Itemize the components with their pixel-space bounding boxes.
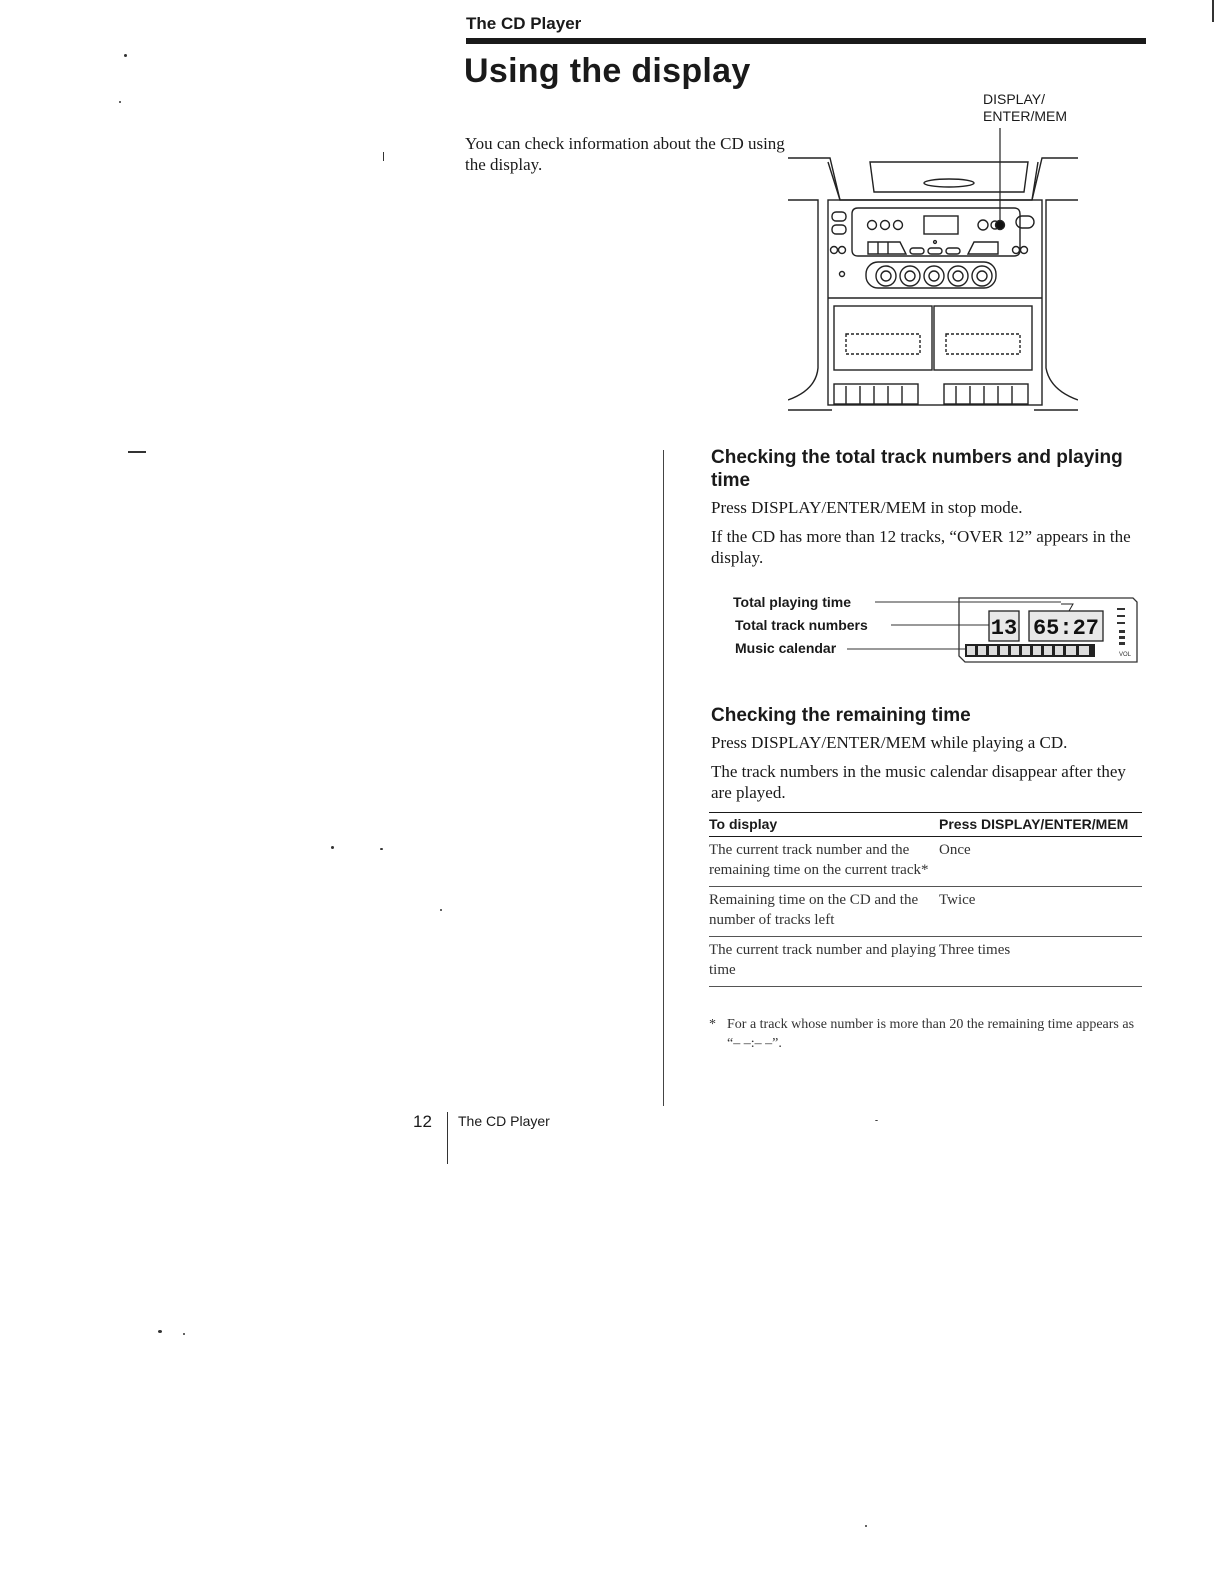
- table-row: Remaining time on the CD and the number …: [709, 886, 1142, 937]
- col-header-press: Press DISPLAY/ENTER/MEM: [939, 812, 1142, 837]
- heading-remaining-time: Checking the remaining time: [711, 705, 971, 726]
- lcd-window: [923, 215, 959, 235]
- scan-speck: [440, 909, 442, 911]
- display-button-callout: DISPLAY/ ENTER/MEM: [983, 91, 1067, 125]
- footnote-marker: *: [709, 1017, 716, 1032]
- heading-total-track: Checking the total track numbers and pla…: [711, 447, 1123, 491]
- svg-text:13: 13: [991, 616, 1017, 641]
- scan-speck: [380, 848, 383, 850]
- cd-player-illustration: [788, 128, 1078, 411]
- column-divider: [663, 450, 664, 1106]
- table-cell-display: The current track number and the remaini…: [709, 836, 939, 887]
- footer-rule: [447, 1112, 448, 1164]
- callout-line-2: ENTER/MEM: [983, 108, 1067, 124]
- svg-text:65:27: 65:27: [1033, 616, 1099, 641]
- cassette-deck-b: [933, 305, 1033, 371]
- table-cell-press: Once: [939, 836, 1142, 887]
- display-enter-mem-button: [994, 219, 1006, 231]
- scan-speck: [865, 1525, 867, 1527]
- title-rule: [466, 38, 1146, 44]
- handle-outline: [788, 157, 1078, 201]
- label-music-calendar: Music calendar: [735, 640, 837, 656]
- lcd-diagram: Total playing time Total track numbers M…: [733, 590, 1143, 670]
- footer-section-label: The CD Player: [458, 1113, 550, 1129]
- table-row: The current track number and the remaini…: [709, 836, 1142, 887]
- scan-speck: [1212, 0, 1214, 22]
- table-cell-display: Remaining time on the CD and the number …: [709, 886, 939, 937]
- cd-lid: [869, 161, 1029, 193]
- col-header-to-display: To display: [709, 812, 939, 837]
- remaining-instruction: Press DISPLAY/ENTER/MEM while playing a …: [711, 733, 1068, 752]
- scan-speck: [331, 846, 334, 849]
- scan-speck: [383, 152, 384, 161]
- table-cell-display: The current track number and playing tim…: [709, 936, 939, 987]
- remaining-calendar-note: The track numbers in the music calendar …: [711, 762, 1126, 802]
- player-body: [827, 199, 1043, 406]
- section-label: The CD Player: [466, 14, 582, 33]
- page-number: 12: [413, 1112, 432, 1131]
- display-modes-table: To display Press DISPLAY/ENTER/MEM The c…: [709, 812, 1142, 987]
- track-count-digits: [988, 610, 1020, 642]
- lcd-frame: [958, 597, 1138, 663]
- left-speaker-edge: [788, 199, 819, 401]
- intro-paragraph: You can check information about the CD u…: [465, 134, 785, 174]
- label-total-track-numbers: Total track numbers: [735, 617, 868, 633]
- cassette-deck-a: [833, 305, 933, 371]
- scan-speck: [128, 451, 146, 453]
- total-instruction: Press DISPLAY/ENTER/MEM in stop mode.: [711, 498, 1023, 517]
- total-over-12-note: If the CD has more than 12 tracks, “OVER…: [711, 527, 1131, 567]
- footnote: * For a track whose number is more than …: [709, 1015, 1139, 1053]
- table-cell-press: Twice: [939, 886, 1142, 937]
- control-panel: [851, 207, 1021, 257]
- scan-speck: [183, 1333, 185, 1335]
- scan-speck: [158, 1330, 162, 1333]
- table-row: The current track number and playing tim…: [709, 936, 1142, 987]
- footnote-text: For a track whose number is more than 20…: [727, 1017, 1135, 1051]
- page-title: Using the display: [464, 52, 751, 90]
- callout-line-1: DISPLAY/: [983, 91, 1045, 107]
- table-header-row: To display Press DISPLAY/ENTER/MEM: [709, 812, 1142, 837]
- playing-time-digits: [1028, 610, 1104, 642]
- table-cell-press: Three times: [939, 936, 1142, 987]
- lcd-panel: 13 65:27 VOL: [847, 597, 1138, 663]
- scan-speck: [875, 1120, 878, 1121]
- scan-speck: [124, 54, 127, 57]
- vol-label: VOL: [1119, 652, 1132, 658]
- right-speaker-edge: [1045, 199, 1078, 401]
- label-total-playing-time: Total playing time: [733, 594, 851, 610]
- scan-speck: [119, 101, 121, 103]
